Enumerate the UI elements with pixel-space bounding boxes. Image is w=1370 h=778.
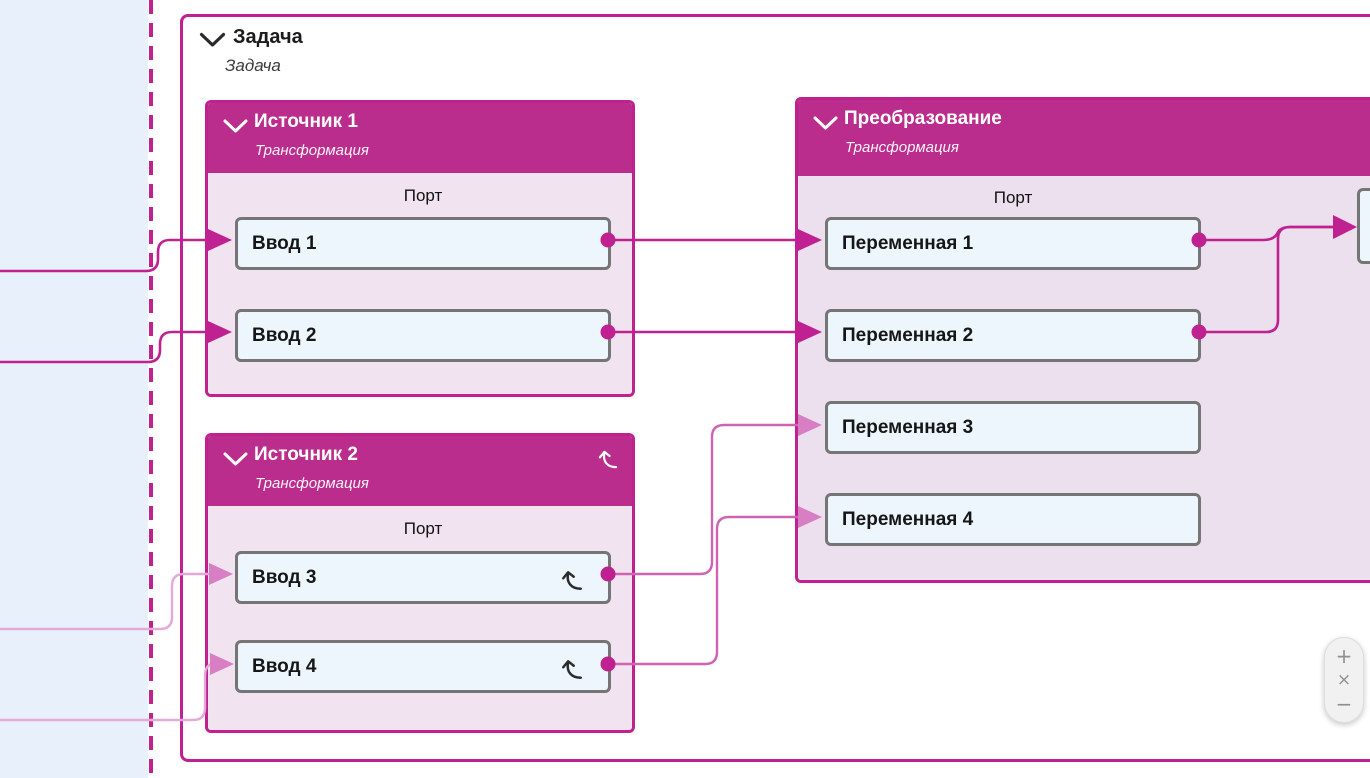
port-label: Ввод 1 [252,232,317,254]
port-vvod-2[interactable]: Ввод 2 [235,309,611,362]
port-var-3[interactable]: Переменная 3 [825,401,1201,454]
port-label: Переменная 4 [842,508,974,530]
chevron-down-icon[interactable] [223,119,248,139]
chevron-down-icon[interactable] [199,32,226,53]
ports-header: Порт [403,519,443,538]
undo-icon[interactable] [558,566,586,599]
port-label: Переменная 1 [842,232,974,254]
node-title: Источник 2 [254,444,358,465]
chevron-down-icon[interactable] [813,116,838,136]
node-subtitle: Трансформация [255,475,369,492]
zoom-controls: + × − [1324,637,1364,723]
port-var-4[interactable]: Переменная 4 [825,493,1201,546]
zoom-out-button[interactable]: − [1335,692,1353,716]
group-subtitle: Задача [225,56,281,75]
node-source-2-header[interactable]: Источник 2 Трансформация [208,436,632,506]
node-source-1-body: Порт Ввод 1 Ввод 2 [208,173,632,394]
node-source-2-body: Порт Ввод 3 Ввод 4 [208,506,632,730]
port-label: Ввод 2 [252,324,317,346]
port-label: Переменная 2 [842,324,974,346]
node-transform-header[interactable]: Преобразование Трансформация [798,100,1370,176]
port-vvod-3[interactable]: Ввод 3 [235,551,611,604]
node-title: Источник 1 [254,111,358,132]
port-box-partial[interactable] [1357,188,1370,264]
ports-header: Порт [993,188,1033,207]
zoom-in-button[interactable]: + [1335,644,1353,668]
port-var-1[interactable]: Переменная 1 [825,217,1201,270]
undo-icon[interactable] [558,655,586,688]
port-label: Переменная 3 [842,416,974,438]
port-var-2[interactable]: Переменная 2 [825,309,1201,362]
group-title: Задача [233,26,303,48]
node-transform[interactable]: Преобразование Трансформация Порт Переме… [795,97,1370,583]
ports-header: Порт [403,186,443,205]
node-source-2[interactable]: Источник 2 Трансформация Порт Ввод 3 [205,433,635,733]
node-subtitle: Трансформация [845,139,959,156]
node-title: Преобразование [844,108,1002,129]
port-label: Ввод 4 [252,655,317,677]
port-vvod-1[interactable]: Ввод 1 [235,217,611,270]
port-label: Ввод 3 [252,566,317,588]
node-source-1[interactable]: Источник 1 Трансформация Порт Ввод 1 Вво… [205,100,635,397]
node-source-1-header[interactable]: Источник 1 Трансформация [208,103,632,173]
node-transform-body: Порт Переменная 1 Переменная 2 Переменна… [798,176,1370,580]
left-panel [0,0,148,778]
port-vvod-4[interactable]: Ввод 4 [235,640,611,693]
zoom-reset-button[interactable]: × [1336,669,1352,690]
chevron-down-icon[interactable] [223,452,248,472]
node-subtitle: Трансформация [255,142,369,159]
undo-icon[interactable] [595,446,621,477]
